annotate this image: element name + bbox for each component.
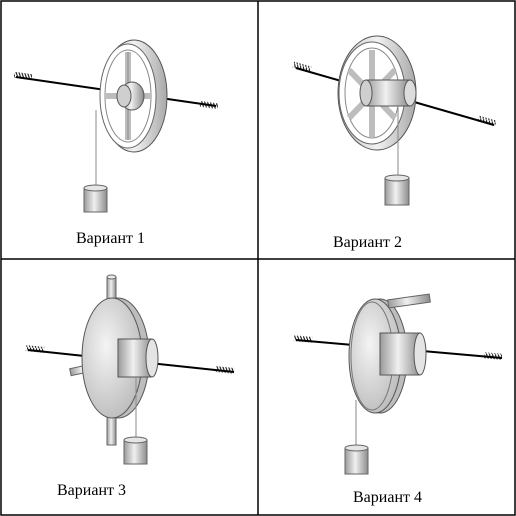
hanging-weight [83,184,108,213]
variant-2-caption: Вариант 2 [333,234,402,251]
top-pin [387,293,431,309]
variant-1-caption: Вариант 1 [76,230,145,247]
variant-3-drawing [25,274,235,465]
variant-2-drawing [292,35,497,206]
variant-3-caption: Вариант 3 [57,482,126,499]
flywheel-disk [348,298,427,414]
variant-4-drawing [293,293,503,475]
spoked-wheel [99,39,168,153]
hanging-weight [123,436,148,465]
variant-4-caption: Вариант 4 [353,489,422,506]
variant-1-drawing [13,39,219,213]
hanging-weight [384,174,410,206]
flywheel-disk [81,297,159,419]
spoked-wheel [337,35,417,151]
hanging-weight [344,444,369,475]
